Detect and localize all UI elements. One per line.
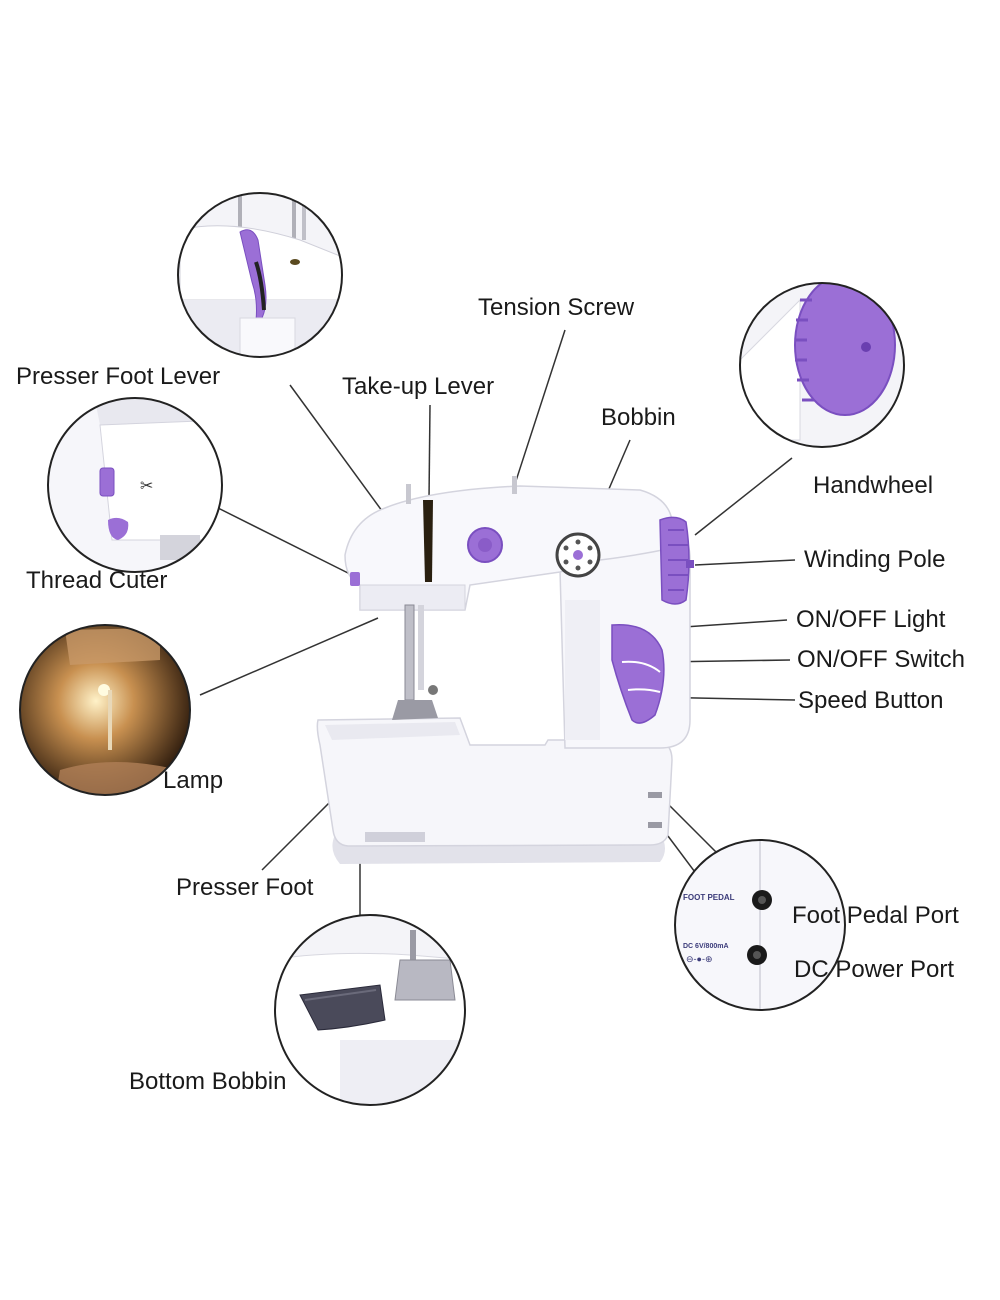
- leader-winding-pole: [694, 559, 796, 566]
- label-lamp: Lamp: [163, 767, 224, 794]
- leader-presser-foot-lever: [289, 384, 386, 516]
- control-divider: [627, 688, 661, 693]
- pillar-shade: [565, 600, 600, 740]
- leader-lamp: [199, 617, 379, 696]
- port-foot-pedal: [648, 792, 662, 798]
- needle-bar: [404, 604, 415, 701]
- bobbin-holes: [563, 539, 593, 571]
- label-tension-screw: Tension Screw: [478, 294, 635, 321]
- machine-bed-top: [325, 722, 460, 740]
- label-bottom-bobbin: Bottom Bobbin: [129, 1068, 287, 1095]
- dc-port-text: DC 6V/800mA: [683, 943, 729, 950]
- winding-pole: [686, 560, 694, 568]
- label-speed-button: Speed Button: [798, 687, 944, 714]
- presser-bar: [418, 605, 424, 690]
- detail-handwheel: [739, 282, 905, 448]
- presser-foot: [392, 700, 438, 720]
- foot-pedal-port-text: FOOT PEDAL: [683, 893, 735, 902]
- handwheel-ridges: [668, 529, 688, 591]
- tension-screw-center: [478, 538, 492, 552]
- presser-screw: [428, 685, 438, 695]
- bobbin-slot: [365, 832, 425, 842]
- machine-head-bottom: [359, 584, 466, 611]
- spool-pin: [406, 484, 411, 504]
- label-on-off-light: ON/OFF Light: [796, 606, 946, 633]
- detail-ports: FOOT PEDAL DC 6V/800mA ⊖-●-⊕: [674, 839, 846, 1011]
- label-foot-pedal-port: Foot Pedal Port: [792, 902, 959, 929]
- spool-pin: [512, 476, 517, 494]
- control-panel: [611, 623, 665, 724]
- thread-cutter-button: [350, 572, 360, 586]
- detail-lamp: [19, 624, 191, 796]
- sewing-machine: [316, 476, 694, 864]
- bobbin-center: [573, 550, 583, 560]
- label-take-up-lever: Take-up Lever: [342, 373, 495, 400]
- port-dc-power: [648, 822, 662, 828]
- detail-bottom-bobbin: [274, 914, 466, 1106]
- label-on-off-switch: ON/OFF Switch: [797, 646, 966, 673]
- label-winding-pole: Winding Pole: [804, 546, 946, 573]
- polarity-icon: ⊖-●-⊕: [686, 954, 713, 964]
- detail-presser-foot-lever: [177, 192, 343, 358]
- scissors-icon: ✂: [140, 478, 153, 495]
- label-presser-foot: Presser Foot: [176, 874, 314, 901]
- label-thread-cutter: Thread Cuter: [26, 567, 168, 594]
- label-handwheel: Handwheel: [813, 472, 934, 499]
- label-presser-foot-lever: Presser Foot Lever: [16, 363, 221, 390]
- control-divider: [621, 660, 661, 673]
- leader-handwheel: [694, 457, 793, 536]
- detail-thread-cutter: ✂: [47, 397, 223, 573]
- take-up-lever-slot: [423, 500, 433, 582]
- label-bobbin: Bobbin: [601, 404, 676, 431]
- label-dc-power-port: DC Power Port: [794, 956, 955, 983]
- leader-thread-cutter: [217, 507, 353, 576]
